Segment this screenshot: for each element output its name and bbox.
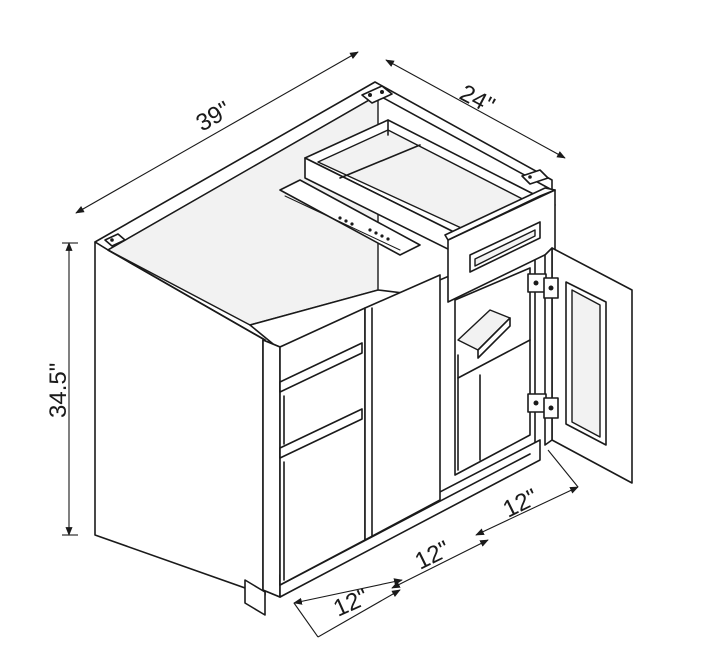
bracket-top-right-icon xyxy=(521,169,549,185)
blind-panel xyxy=(279,307,366,586)
dim-section-middle-line xyxy=(391,539,489,589)
dim-ext-1 xyxy=(293,602,319,638)
drawer-pull-inner xyxy=(474,229,536,267)
slide-holes xyxy=(338,216,390,241)
dimension-lines xyxy=(62,51,579,638)
door-raised-panel-inner xyxy=(571,289,601,438)
dim-section-left-arrow xyxy=(317,589,401,638)
open-section xyxy=(454,267,531,476)
hinge-top-icon xyxy=(527,273,559,299)
dim-section-left-line xyxy=(293,578,403,605)
dim-depth-line xyxy=(385,59,566,159)
shelf-front xyxy=(477,317,511,359)
open-door xyxy=(527,247,633,484)
bracket-top-left-icon xyxy=(104,233,126,247)
blind-slat-1 xyxy=(279,342,363,393)
dim-section-right-label: 12" xyxy=(499,484,542,524)
dim-section-right-line xyxy=(475,486,579,536)
hinge-bottom-icon xyxy=(527,393,559,419)
blind-slat-2 xyxy=(279,408,363,459)
left-stile xyxy=(262,339,281,598)
drawer-front-top xyxy=(444,187,556,241)
center-panel xyxy=(364,274,441,541)
dim-section-left-label: 12" xyxy=(329,583,372,622)
open-section-opening xyxy=(454,267,531,476)
dim-section-middle-label: 12" xyxy=(411,536,454,576)
dim-ext-right xyxy=(547,449,579,488)
left-panel-edge xyxy=(107,249,266,341)
drawer-box xyxy=(279,119,556,303)
dim-width-label: 39" xyxy=(192,96,236,137)
bottom-rail xyxy=(279,439,541,598)
dim-depth-label: 24" xyxy=(455,79,499,119)
open-back-line xyxy=(457,339,531,379)
dim-width-line xyxy=(75,51,359,214)
toe-kick xyxy=(244,579,266,616)
center-stile xyxy=(364,274,441,541)
dim-height-label: 34.5" xyxy=(45,363,72,418)
